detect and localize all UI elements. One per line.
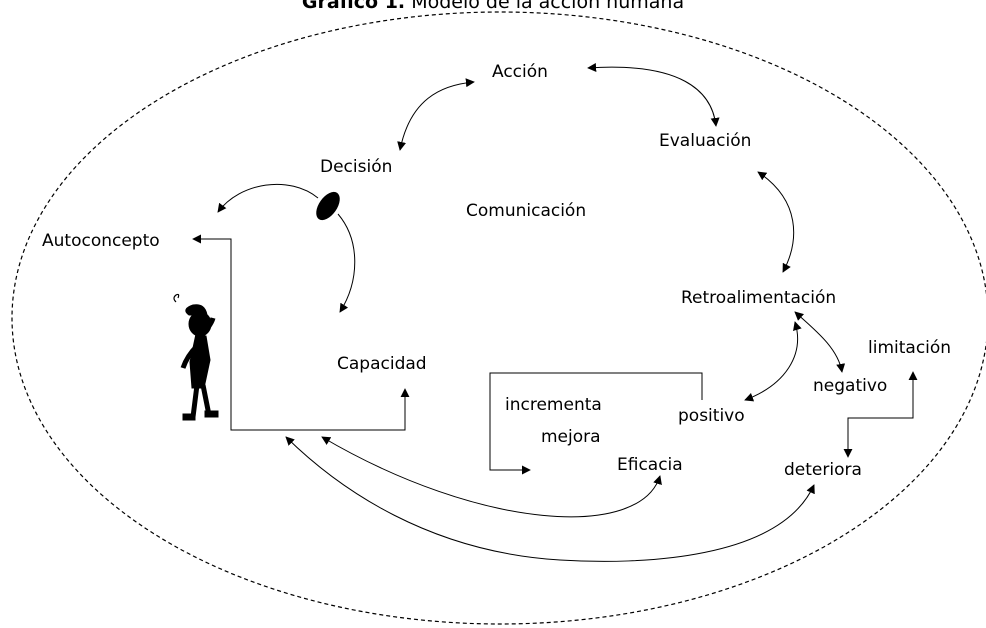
node-limitacion: limitación: [868, 338, 952, 358]
arrow-deteriora-base: [285, 436, 815, 562]
node-decision: Decisión: [320, 157, 393, 177]
title-text: Modelo de la acción humana: [411, 0, 685, 13]
arrow-decision-accion: [397, 78, 475, 151]
diagram-title: Gráfico 1. Modelo de la acción humana: [0, 0, 986, 13]
arrow-oval-capacidad: [337, 213, 356, 313]
connector-deteriora-limitacion: [843, 371, 918, 458]
connector-autoconcepto-capacidad: [192, 234, 410, 431]
node-comunicacion: Comunicación: [466, 201, 587, 221]
arrow-eficacia-base: [321, 436, 662, 518]
title-prefix: Gráfico 1.: [301, 0, 406, 13]
arrow-accion-evaluacion: [587, 62, 720, 127]
node-autoconcepto: Autoconcepto: [42, 231, 160, 251]
node-evaluacion: Evaluación: [659, 131, 752, 151]
arrow-retro-positivo: [744, 321, 802, 402]
node-incrementa: incrementa: [505, 395, 602, 415]
arrow-evaluacion-retroalimentacion: [757, 171, 795, 273]
node-eficacia: Eficacia: [617, 455, 683, 475]
node-positivo: positivo: [678, 406, 745, 426]
node-mejora: mejora: [541, 427, 601, 447]
arrow-retro-negativo: [794, 311, 846, 373]
node-accion: Acción: [492, 62, 548, 82]
node-negativo: negativo: [813, 376, 888, 396]
black-oval-icon: [316, 191, 340, 221]
outer-boundary-ellipse: [11, 11, 986, 625]
arrow-oval-autoconcepto: [217, 183, 319, 213]
node-retroalimentacion: Retroalimentación: [681, 288, 837, 308]
thinking-person-icon: [173, 293, 219, 421]
node-deteriora: deteriora: [784, 460, 862, 480]
node-capacidad: Capacidad: [337, 354, 427, 374]
